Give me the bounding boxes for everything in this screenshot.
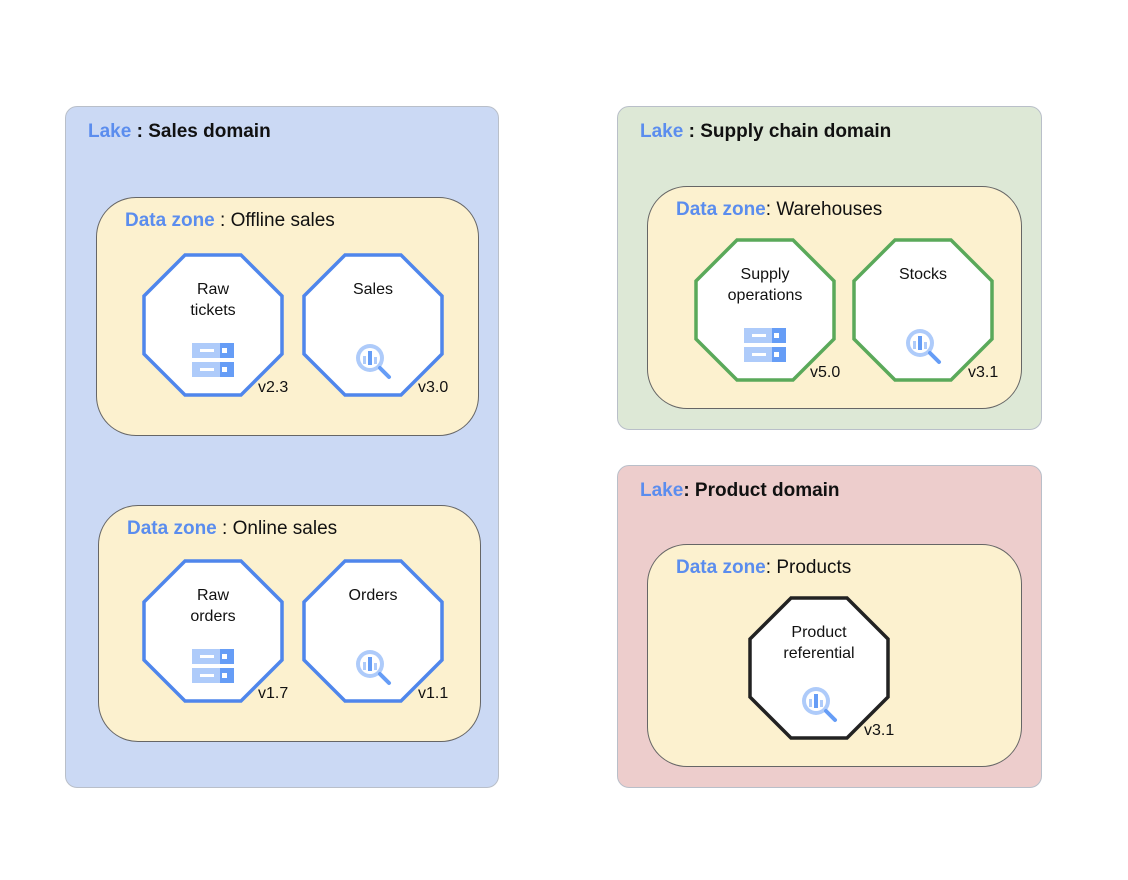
zone-keyword: Data zone <box>676 557 766 578</box>
octagon-shape <box>694 238 836 382</box>
lake-name: Supply chain domain <box>700 121 892 142</box>
lake-title: Lake: Product domain <box>640 480 840 502</box>
asset-label: Raw tickets <box>190 281 236 319</box>
asset-label: Sales <box>352 281 394 298</box>
asset-version: v2.3 <box>258 379 289 396</box>
lake-keyword: Lake <box>640 121 684 142</box>
sep: : <box>216 518 233 539</box>
bigquery-icon <box>902 326 944 366</box>
zone-name: Online sales <box>232 518 338 539</box>
sep: : <box>683 121 701 142</box>
zone-keyword: Data zone <box>125 210 215 231</box>
lake-name: Sales domain <box>148 121 271 142</box>
asset: Stocks v3.1 <box>852 238 998 382</box>
asset-version: v3.1 <box>864 722 895 739</box>
asset-label: Supply operations <box>727 266 803 304</box>
asset: Raw tickets v2.3 <box>142 253 288 397</box>
asset-version: v1.1 <box>418 685 449 702</box>
asset-version: v1.7 <box>258 685 289 702</box>
asset-version: v3.1 <box>968 364 999 381</box>
octagon-shape <box>142 559 284 703</box>
bigquery-icon <box>352 647 394 687</box>
asset-version: v3.0 <box>418 379 449 396</box>
storage-icon <box>192 647 234 687</box>
zone-title: Data zone : Offline sales <box>125 210 335 232</box>
asset: Orders v1.1 <box>302 559 448 703</box>
bigquery-icon <box>352 341 394 381</box>
asset-version: v5.0 <box>810 364 841 381</box>
asset-label: Stocks <box>898 266 947 283</box>
asset: Supply operations v5.0 <box>694 238 840 382</box>
lake-keyword: Lake <box>88 121 132 142</box>
asset: Sales v3.0 <box>302 253 448 397</box>
storage-icon <box>192 341 234 381</box>
zone-keyword: Data zone <box>676 199 766 220</box>
octagon-shape <box>142 253 284 397</box>
zone-keyword: Data zone <box>127 518 217 539</box>
zone-name: Offline sales <box>230 210 335 231</box>
zone-name: Products <box>776 557 852 578</box>
sep: : <box>683 480 695 501</box>
octagon-shape <box>302 253 444 397</box>
lake-title: Lake : Supply chain domain <box>640 121 891 143</box>
octagon-shape <box>302 559 444 703</box>
bigquery-icon <box>798 684 840 724</box>
storage-icon <box>744 326 786 366</box>
asset-label: Orders <box>348 587 398 604</box>
octagon-shape <box>748 596 890 740</box>
sep: : <box>131 121 149 142</box>
asset-label: Product referential <box>783 624 855 662</box>
sep: : <box>765 199 777 220</box>
sep: : <box>765 557 777 578</box>
lake-name: Product domain <box>694 480 840 501</box>
sep: : <box>214 210 231 231</box>
zone-name: Warehouses <box>776 199 883 220</box>
zone-title: Data zone: Warehouses <box>676 199 882 221</box>
zone-title: Data zone: Products <box>676 557 851 579</box>
octagon-shape <box>852 238 994 382</box>
asset: Product referential v3.1 <box>748 596 894 740</box>
lake-title: Lake : Sales domain <box>88 121 271 143</box>
zone-title: Data zone : Online sales <box>127 518 337 540</box>
asset: Raw orders v1.7 <box>142 559 288 703</box>
asset-label: Raw orders <box>190 587 236 625</box>
lake-keyword: Lake <box>640 480 684 501</box>
